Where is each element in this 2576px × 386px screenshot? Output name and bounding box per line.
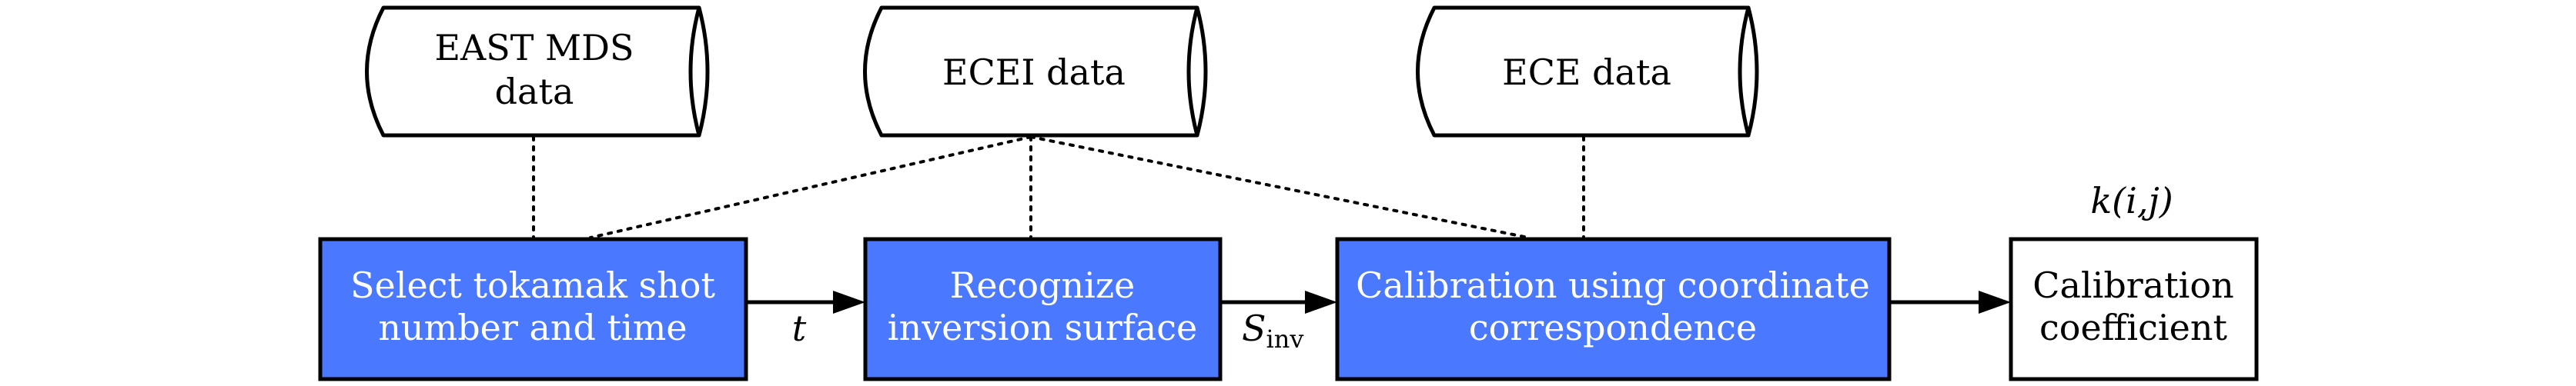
process-step-calibration: Calibration using coordinate corresponde…	[1335, 237, 1892, 381]
edge-label-t: t	[792, 308, 807, 349]
output-label-line1: Calibration	[2032, 265, 2233, 306]
arrow-select-to-recognize: t	[746, 291, 865, 349]
dotted-connectors	[532, 135, 1585, 239]
cylinder-end-arc	[1186, 7, 1199, 136]
cylinder-end-arc	[688, 7, 701, 136]
process-box	[863, 237, 1223, 381]
output-box	[2009, 237, 2259, 381]
process-step-recognize: Recognize inversion surface	[863, 237, 1223, 381]
data-source-label-line2: data	[495, 71, 574, 112]
data-source-label: ECEI data	[942, 52, 1126, 93]
process-label-line2: number and time	[378, 307, 687, 348]
data-source-east-mds: EAST MDS data	[365, 5, 710, 138]
data-source-label-line1: EAST MDS	[434, 27, 634, 68]
process-box	[318, 237, 748, 381]
data-source-ece: ECE data	[1416, 5, 1759, 138]
process-label-line1: Calibration using coordinate	[1356, 265, 1870, 306]
arrow-recognize-to-calibration: Sinv	[1220, 291, 1337, 354]
process-label-line2: inversion surface	[888, 307, 1197, 348]
edge-label-s-inv: Sinv	[1242, 308, 1303, 354]
data-source-label: ECE data	[1502, 52, 1671, 93]
arrow-calibration-to-coefficient	[1889, 291, 2011, 314]
data-source-ecei: ECEI data	[863, 5, 1208, 138]
arrowhead-icon	[1979, 291, 2011, 314]
connector-ecei-to-select-shot	[589, 135, 1032, 239]
arrowhead-icon	[833, 291, 865, 314]
output-coefficient: Calibration coefficient k(i,j)	[2009, 180, 2259, 381]
cylinder-end-arc	[1738, 7, 1751, 136]
output-label-line2: coefficient	[2039, 307, 2227, 348]
connector-ecei-to-calibration	[1029, 135, 1530, 239]
process-label-line2: correspondence	[1469, 307, 1757, 348]
process-label-line1: Select tokamak shot	[350, 265, 715, 306]
arrowhead-icon	[1305, 291, 1337, 314]
process-step-select-shot: Select tokamak shot number and time	[318, 237, 748, 381]
output-symbol-label: k(i,j)	[2090, 180, 2173, 221]
edge-label-s-main: S	[1242, 308, 1266, 349]
process-label-line1: Recognize	[950, 265, 1136, 306]
process-box	[1335, 237, 1892, 381]
edge-label-s-sub: inv	[1266, 324, 1304, 354]
